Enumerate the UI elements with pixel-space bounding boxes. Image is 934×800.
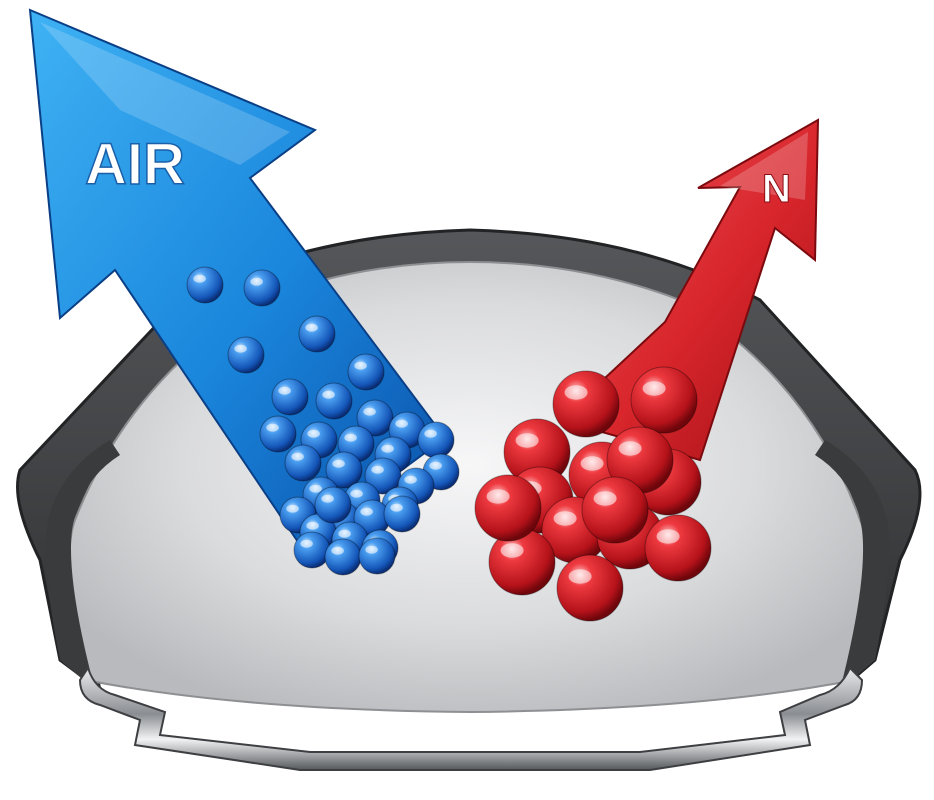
air-molecule-highlight [332,459,345,468]
air-molecule [293,531,331,569]
wheel-rim [78,665,864,771]
nitrogen-molecule-highlight [486,489,510,504]
air-molecule [383,495,421,533]
nitrogen-molecule-highlight [500,543,524,558]
air-molecule [284,444,322,482]
air-molecule [347,353,385,391]
nitrogen-molecule-highlight [568,569,592,584]
air-molecule [358,537,396,575]
air-arrow-highlight [40,22,290,165]
nitrogen-molecule [556,554,624,622]
air-molecule [298,315,336,353]
air-molecule-highlight [309,484,322,493]
air-molecule-highlight [371,465,384,474]
air-molecule-highlight [307,429,320,438]
nitrogen-molecule [644,514,712,582]
air-molecules [186,266,460,576]
left-sidewall [45,440,120,690]
air-molecule-highlight [365,545,378,554]
nitrogen-molecule-highlight [553,511,577,526]
air-molecule-highlight [354,361,367,370]
air-molecule [315,382,353,420]
air-molecule-highlight [305,323,318,332]
air-molecule-highlight [360,507,373,516]
nitrogen-molecule [581,476,649,544]
air-molecule-highlight [250,277,263,286]
nitrogen-molecule [630,366,698,434]
nitrogen-molecule-highlight [593,491,617,506]
air-molecule-highlight [322,390,335,399]
air-molecule-highlight [424,429,437,438]
air-molecule-highlight [300,539,313,548]
air-molecule-highlight [344,433,357,442]
air-molecule-highlight [390,503,403,512]
nitrogen-molecule [552,370,620,438]
air-molecule [324,538,362,576]
nitrogen-molecule-highlight [642,381,666,396]
air-molecule-highlight [278,386,291,395]
air-molecule-highlight [291,452,304,461]
air-molecule [314,486,352,524]
nitrogen-molecule-highlight [580,456,604,471]
air-molecule [417,421,455,459]
right-sidewall [815,440,890,690]
air-molecule-highlight [381,444,394,453]
nitrogen-molecule-highlight [564,385,588,400]
air-label: AIR [85,132,185,197]
air-molecule-highlight [286,504,299,513]
nitrogen-molecule-highlight [515,433,539,448]
air-molecule-highlight [350,489,363,498]
air-molecule [271,378,309,416]
air-molecule-highlight [338,529,351,538]
air-molecule-highlight [266,423,279,432]
air-molecule-highlight [321,494,334,503]
air-molecule [243,269,281,307]
air-molecule [227,336,265,374]
nitrogen-molecules [474,366,712,622]
nitrogen-molecule-highlight [656,529,680,544]
nitrogen-arrow-highlight [720,132,808,200]
air-molecule-highlight [363,407,376,416]
air-molecule [259,415,297,453]
air-molecule-highlight [306,521,319,530]
air-molecule-highlight [429,461,442,470]
nitrogen-molecule-highlight [618,441,642,456]
air-molecule [186,266,224,304]
nitrogen-label: N [762,167,791,211]
nitrogen-molecule [474,474,542,542]
air-molecule-highlight [404,475,417,484]
air-molecule-highlight [331,546,344,555]
air-molecule-highlight [395,419,408,428]
air-molecule-highlight [234,344,247,353]
air-molecule-highlight [193,274,206,283]
